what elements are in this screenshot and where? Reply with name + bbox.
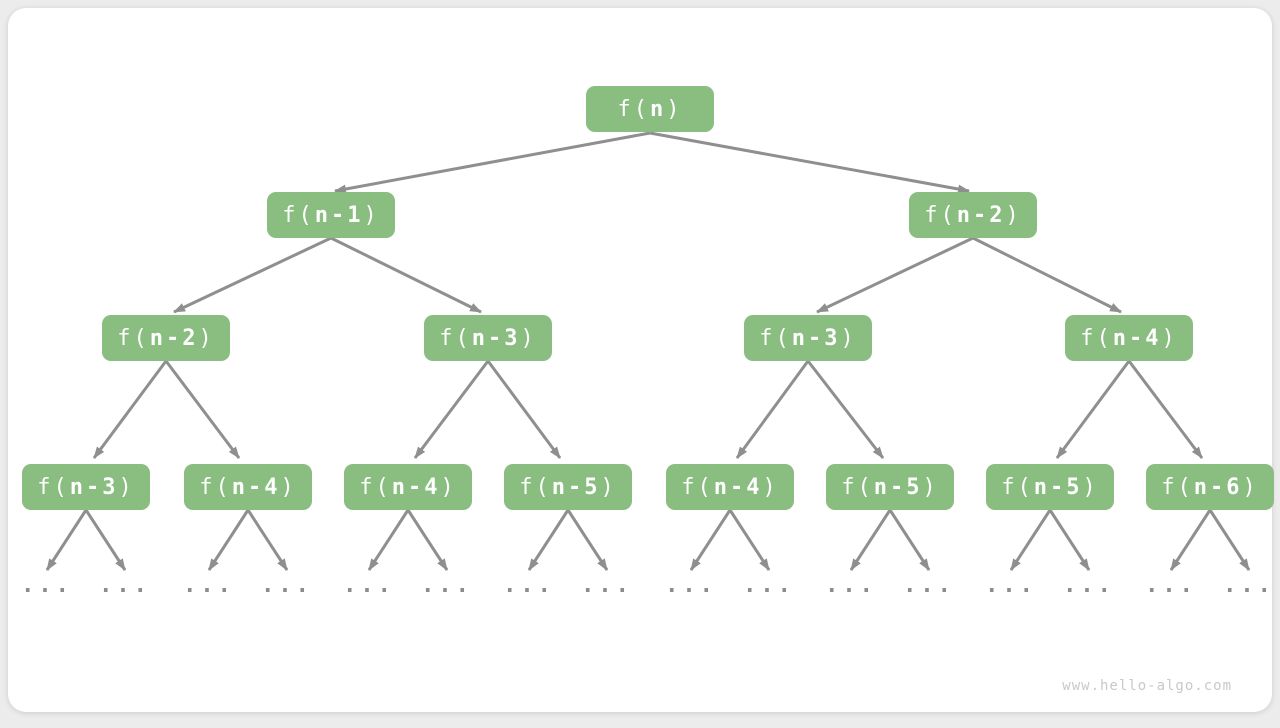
node-label-suffix: ) [840,325,857,351]
node-label-prefix: f( [37,474,70,500]
diagram-card: f(n) f(n-1) f(n-2) f(n-2) f(n-3) f(n-3) … [8,8,1275,712]
node-label-suffix: ) [440,474,457,500]
ellipsis-leaf: ... [343,573,395,598]
node-label-arg: n-5 [1033,474,1083,500]
node-label-prefix: f( [841,474,874,500]
node-label-suffix: ) [1161,325,1178,351]
node-label-suffix: ) [600,474,617,500]
node-l1-f-n: f(n) [586,86,714,132]
node-l3-f-n-2: f(n-2) [102,315,230,361]
node-label-prefix: f( [199,474,232,500]
node-label-arg: n-3 [791,325,841,351]
node-label-prefix: f( [1080,325,1113,351]
node-label-arg: n-3 [69,474,119,500]
ellipsis-leaf: ... [421,573,473,598]
node-label-prefix: f( [681,474,714,500]
node-l4-f-n-4-c: f(n-4) [666,464,794,510]
node-label-arg: n-4 [231,474,281,500]
node-l3-f-n-3-b: f(n-3) [744,315,872,361]
ellipsis-leaf: ... [903,573,955,598]
node-label-prefix: f( [359,474,392,500]
node-label-arg: n-2 [956,202,1006,228]
node-l4-f-n-3: f(n-3) [22,464,150,510]
node-l4-f-n-5-c: f(n-5) [986,464,1114,510]
node-label-suffix: ) [922,474,939,500]
node-label-prefix: f( [1161,474,1194,500]
ellipsis-leaf: ... [985,573,1037,598]
node-label-suffix: ) [363,202,380,228]
node-label-arg: n-4 [713,474,763,500]
node-label-arg: n-4 [1112,325,1162,351]
ellipsis-leaf: ... [21,573,73,598]
ellipsis-leaf: ... [503,573,555,598]
node-l2-f-n-1: f(n-1) [267,192,395,238]
ellipsis-leaf: ... [825,573,877,598]
ellipsis-leaf: ... [261,573,313,598]
node-label-arg: n-5 [551,474,601,500]
node-label-suffix: ) [1082,474,1099,500]
node-label-arg: n-4 [391,474,441,500]
node-label-suffix: ) [1242,474,1259,500]
node-label-arg: n-5 [873,474,923,500]
node-l3-f-n-3-a: f(n-3) [424,315,552,361]
node-label-suffix: ) [118,474,135,500]
node-l4-f-n-5-b: f(n-5) [826,464,954,510]
ellipsis-leaf: ... [743,573,795,598]
ellipsis-leaf: ... [99,573,151,598]
ellipsis-leaf: ... [1145,573,1197,598]
node-label-prefix: f( [617,96,650,122]
ellipsis-leaf: ... [581,573,633,598]
node-label-suffix: ) [762,474,779,500]
ellipsis-leaf: ... [665,573,717,598]
node-l4-f-n-4-a: f(n-4) [184,464,312,510]
node-l2-f-n-2: f(n-2) [909,192,1037,238]
node-label-suffix: ) [280,474,297,500]
node-l4-f-n-5-a: f(n-5) [504,464,632,510]
node-label-suffix: ) [198,325,215,351]
node-l3-f-n-4: f(n-4) [1065,315,1193,361]
ellipsis-leaf: ... [1063,573,1115,598]
node-label-arg: n-6 [1193,474,1243,500]
ellipsis-leaf: ... [1223,573,1275,598]
node-label-arg: n [650,96,667,122]
node-label-suffix: ) [666,96,683,122]
node-label-prefix: f( [759,325,792,351]
node-label-prefix: f( [1001,474,1034,500]
node-l4-f-n-6: f(n-6) [1146,464,1274,510]
node-l4-f-n-4-b: f(n-4) [344,464,472,510]
node-label-prefix: f( [519,474,552,500]
node-label-prefix: f( [924,202,957,228]
node-label-arg: n-1 [314,202,364,228]
node-label-arg: n-2 [149,325,199,351]
node-label-prefix: f( [282,202,315,228]
node-label-prefix: f( [439,325,472,351]
watermark: www.hello-algo.com [1062,678,1232,694]
ellipsis-leaf: ... [183,573,235,598]
node-label-arg: n-3 [471,325,521,351]
node-label-suffix: ) [1005,202,1022,228]
node-label-prefix: f( [117,325,150,351]
node-label-suffix: ) [520,325,537,351]
